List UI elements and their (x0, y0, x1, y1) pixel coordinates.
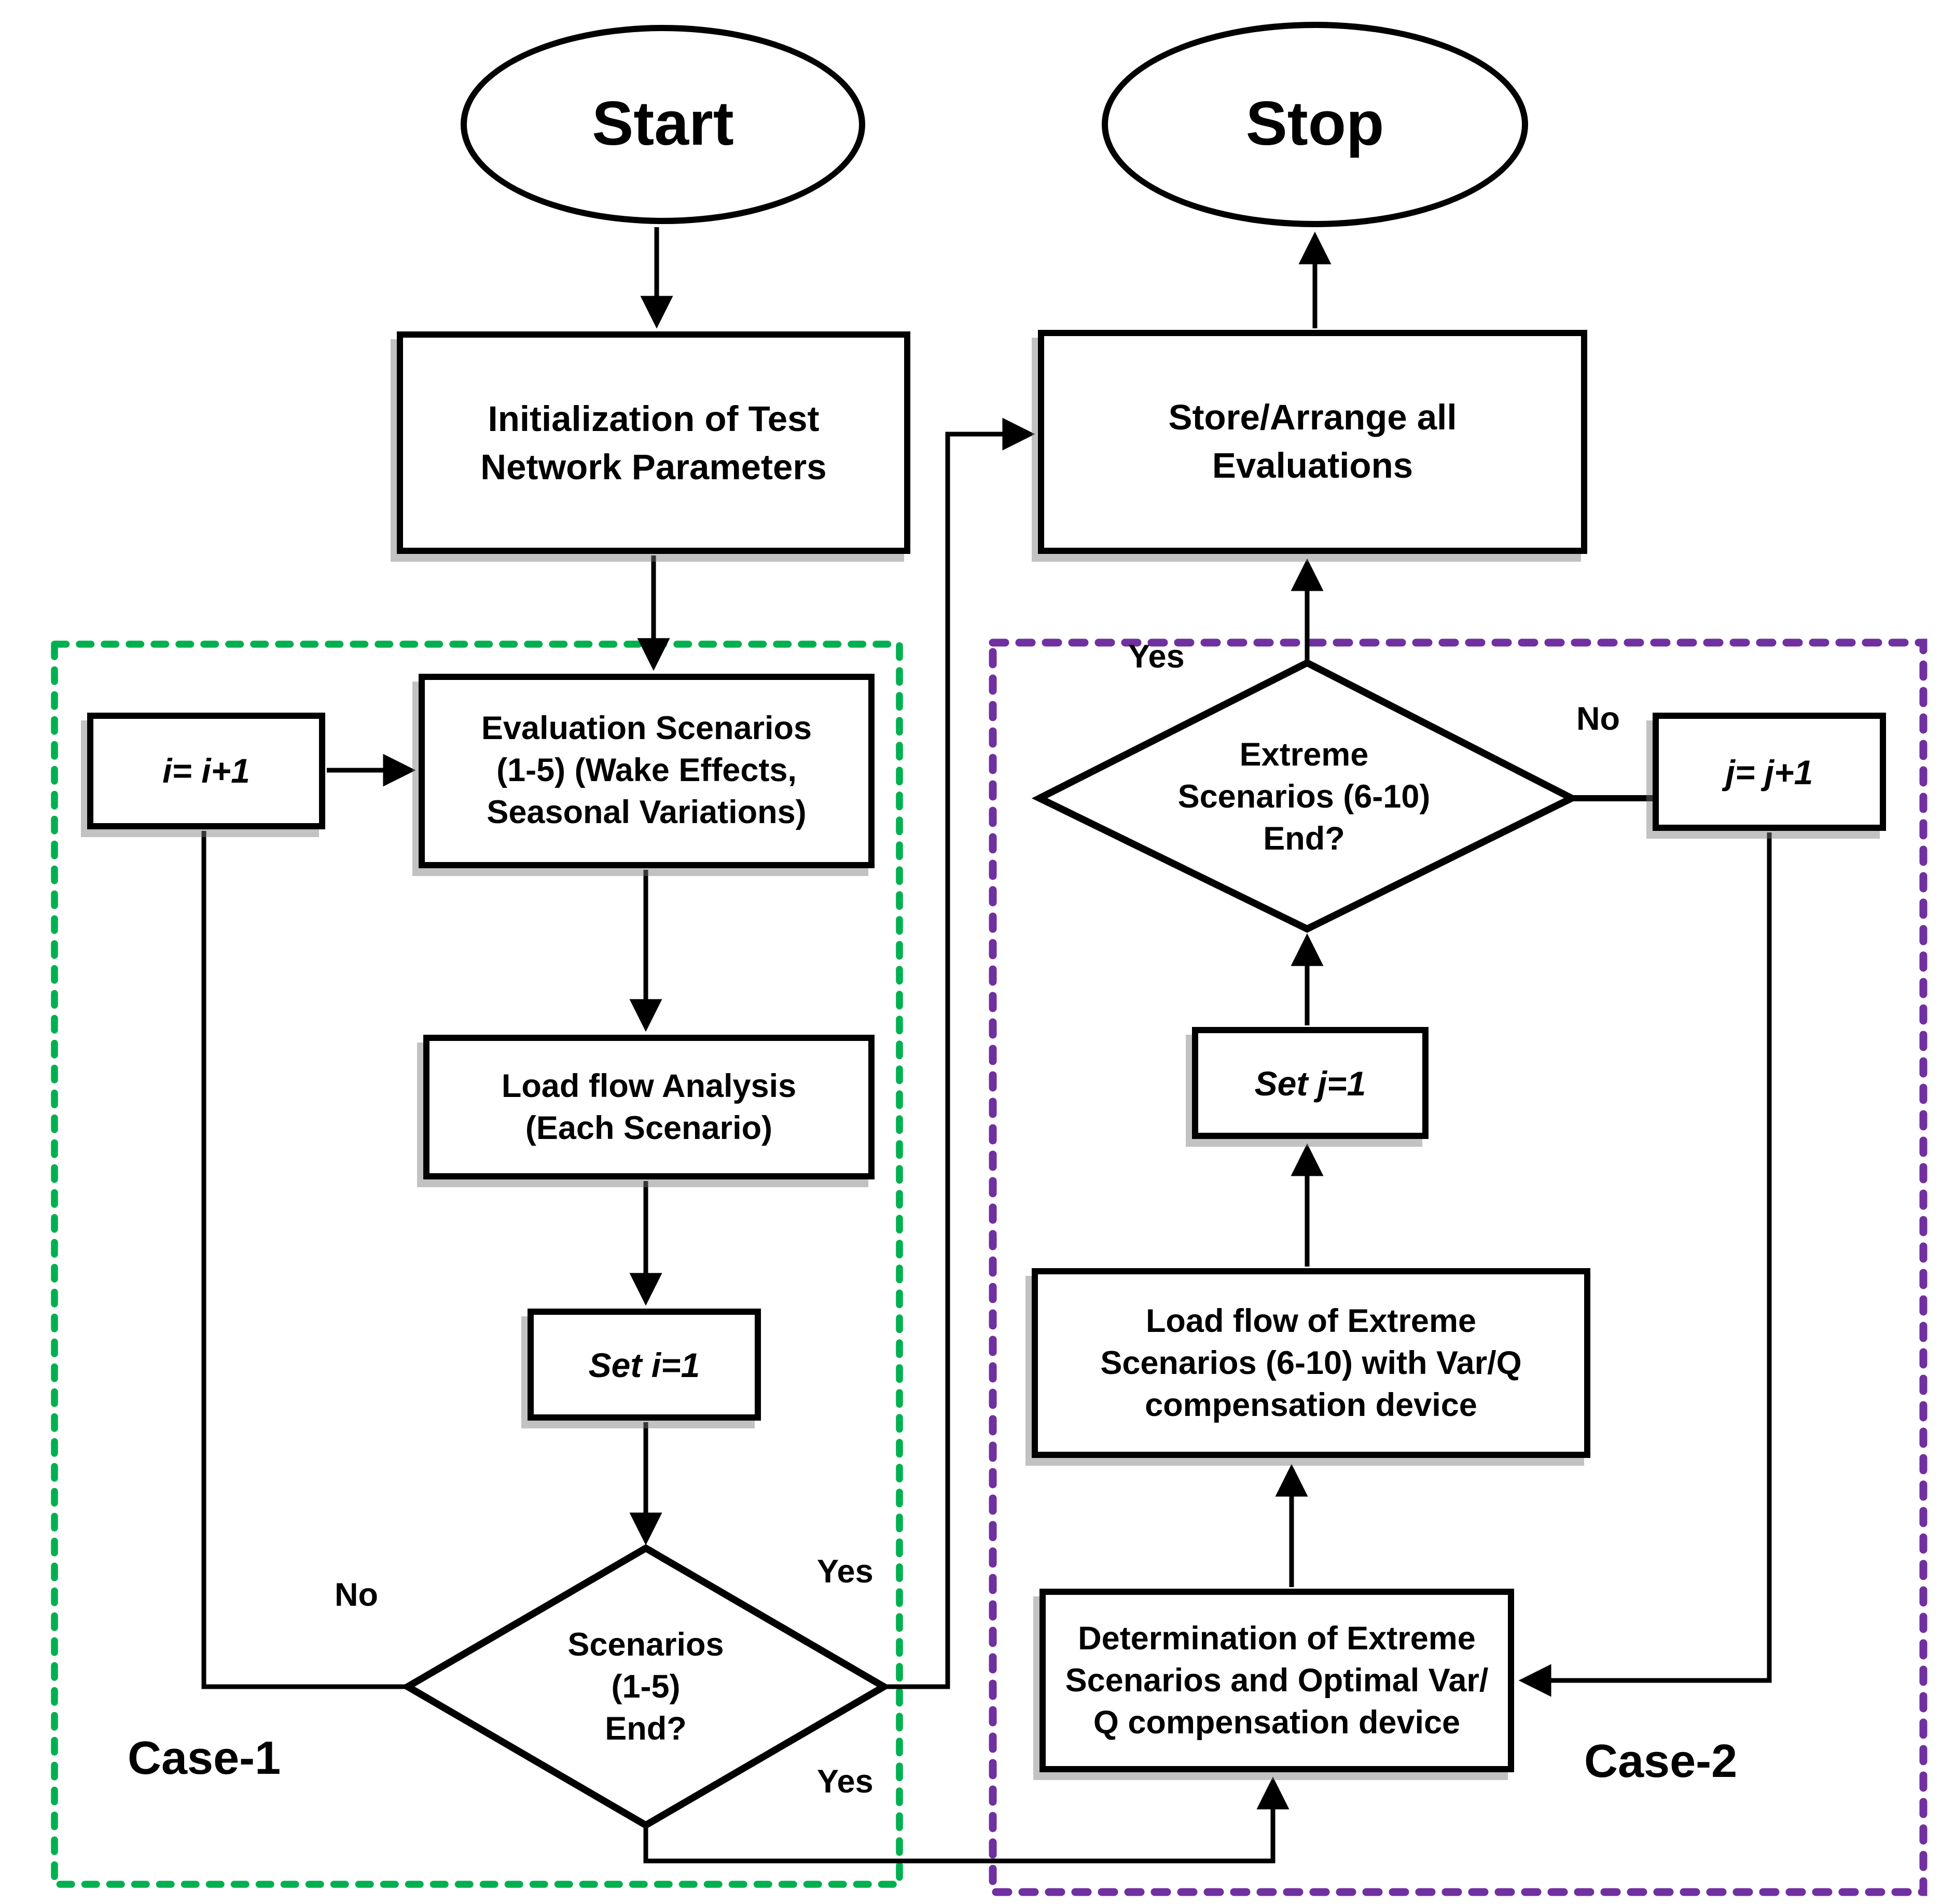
eval-line-1: Evaluation Scenarios (481, 711, 812, 747)
stop-ellipse: Stop (1102, 22, 1528, 227)
set-j-label: Set j=1 (1254, 1063, 1366, 1103)
eval-scenarios-box: Evaluation Scenarios (1-5) (Wake Effects… (419, 674, 875, 868)
load-flow-box: Load flow Analysis (Each Scenario) (423, 1035, 875, 1179)
store-line-1: Store/Arrange all (1168, 397, 1457, 437)
init-box: Initialization of Test Network Parameter… (397, 331, 910, 554)
label-no-extreme: No (1576, 702, 1620, 738)
edge-scen-no-i (201, 830, 408, 1689)
init-line-1: Initialization of Test (488, 397, 820, 438)
eval-line-2: (1-5) (Wake Effects, (496, 753, 797, 789)
set-i-box: Set i=1 (528, 1309, 761, 1421)
load-flow-extreme-box: Load flow of Extreme Scenarios (6-10) wi… (1032, 1268, 1590, 1458)
lf-ext-line-3: compensation device (1145, 1387, 1477, 1423)
load-flow-line-2: (Each Scenario) (525, 1110, 773, 1146)
set-j-box: Set j=1 (1192, 1027, 1429, 1139)
lf-ext-line-1: Load flow of Extreme (1145, 1303, 1477, 1339)
det-line-2: Scenarios and Optimal Var/ (1065, 1662, 1489, 1699)
start-ellipse: Start (461, 25, 865, 224)
lf-ext-line-2: Scenarios (6-10) with Var/Q (1100, 1345, 1522, 1381)
start-label: Start (592, 90, 734, 159)
scenarios-decision-diamond (400, 1544, 891, 1829)
edge-scen-yes-store (883, 418, 1035, 1689)
load-flow-line-1: Load flow Analysis (501, 1068, 797, 1104)
det-line-3: Q compensation device (1093, 1704, 1461, 1741)
set-i-label: Set i=1 (588, 1345, 700, 1384)
i-counter-box: i= i+1 (87, 713, 325, 829)
store-box: Store/Arrange all Evaluations (1038, 330, 1587, 554)
init-line-2: Network Parameters (480, 446, 827, 487)
case1-label: Case-1 (128, 1733, 281, 1785)
det-line-1: Determination of Extreme (1078, 1620, 1476, 1657)
j-counter-label: j= j+1 (1725, 752, 1813, 791)
label-yes-scenarios-bottom: Yes (817, 1764, 874, 1800)
case2-region (989, 638, 1928, 1896)
edge-j-determination (1518, 832, 1772, 1697)
label-yes-extreme: Yes (1128, 640, 1185, 675)
label-yes-scenarios-top: Yes (817, 1554, 874, 1590)
case2-label: Case-2 (1584, 1736, 1738, 1788)
i-counter-label: i= i+1 (162, 752, 250, 790)
label-no-scenarios: No (335, 1578, 378, 1614)
j-counter-box: j= j+1 (1653, 713, 1886, 831)
extreme-decision-diamond (1031, 659, 1580, 933)
case1-region (51, 641, 903, 1888)
connectors (201, 227, 1772, 1864)
stop-label: Stop (1245, 90, 1384, 159)
determination-box: Determination of Extreme Scenarios and O… (1039, 1589, 1514, 1772)
edge-scen-yes-determination (643, 1776, 1290, 1864)
eval-line-3: Seasonal Variations) (487, 795, 807, 831)
store-line-2: Evaluations (1212, 445, 1413, 485)
